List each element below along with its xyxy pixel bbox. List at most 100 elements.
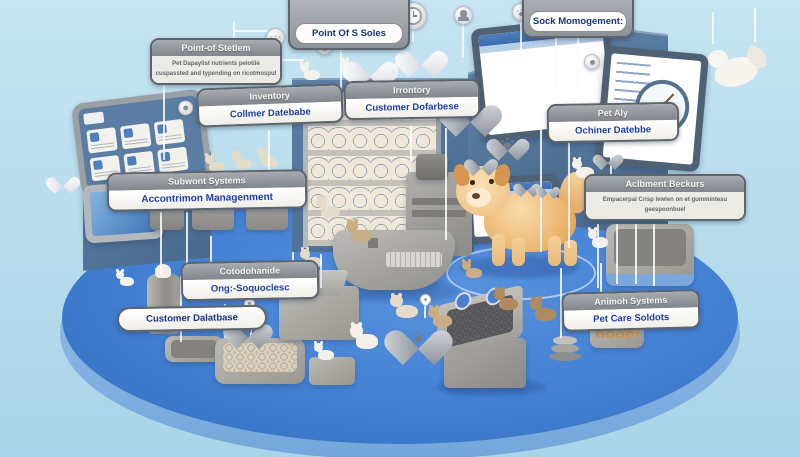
animal-figurine bbox=[428, 306, 452, 327]
small-tray bbox=[165, 336, 223, 362]
connector-line bbox=[568, 140, 570, 248]
animal-figurine bbox=[494, 288, 518, 310]
connector-line bbox=[163, 84, 165, 160]
figurine-body bbox=[320, 205, 340, 218]
animal-figurine bbox=[572, 158, 594, 178]
connector-line bbox=[462, 22, 464, 58]
keyboard bbox=[386, 252, 442, 267]
label-body: Collmer Datebabe bbox=[198, 101, 342, 126]
shelf-row bbox=[308, 126, 436, 156]
figurine-head bbox=[346, 220, 358, 233]
connector-line bbox=[635, 224, 637, 284]
app-tile bbox=[153, 118, 186, 146]
figurine-head bbox=[350, 324, 363, 338]
label-inventory-left: Inventory Collmer Datebabe bbox=[196, 83, 344, 128]
canister-contents bbox=[155, 264, 171, 278]
connector-line bbox=[616, 224, 618, 284]
puppy-leg bbox=[548, 236, 561, 266]
puppy-leg bbox=[492, 234, 505, 266]
heart-icon bbox=[470, 152, 492, 172]
heart-icon bbox=[404, 40, 438, 71]
bird-figurine bbox=[706, 42, 771, 96]
animal-figurine bbox=[350, 323, 378, 349]
figurine-head bbox=[205, 154, 215, 165]
figurine-head bbox=[494, 288, 506, 301]
figurine-body bbox=[466, 267, 482, 278]
register bbox=[416, 154, 448, 180]
basin-inner bbox=[614, 229, 686, 266]
label-stock-management: Sock Momogement: bbox=[522, 0, 634, 38]
puppy-leg bbox=[564, 240, 577, 266]
paw-icon bbox=[244, 327, 251, 334]
label-subwont-systems: Subwont Systems Accontrimon Managenment bbox=[106, 169, 308, 212]
label-pill: Point Of S Soles bbox=[295, 23, 403, 44]
paw-icon bbox=[504, 141, 511, 148]
paw-icon bbox=[414, 335, 422, 342]
connector-line bbox=[520, 19, 522, 59]
connector-line bbox=[424, 300, 426, 318]
label-line2: geespoonbuel bbox=[644, 206, 686, 213]
heart-icon bbox=[598, 148, 618, 166]
figurine-body bbox=[236, 158, 252, 169]
connector-line bbox=[320, 254, 322, 288]
label-body: Customer Dofarbese bbox=[345, 96, 479, 119]
figurine-head bbox=[462, 260, 472, 271]
figurine-head bbox=[116, 270, 125, 279]
counter-step bbox=[412, 198, 466, 205]
figurine-body bbox=[351, 229, 372, 242]
app-tile bbox=[157, 146, 189, 174]
figurine-body bbox=[262, 156, 278, 167]
counter-step bbox=[412, 210, 466, 217]
heart-icon bbox=[52, 170, 74, 190]
label-pill: Sock Momogement: bbox=[529, 11, 627, 32]
connector-line bbox=[268, 130, 270, 176]
animal-figurine bbox=[232, 151, 252, 169]
tablet-header-card bbox=[83, 111, 105, 125]
paw-icon bbox=[518, 12, 524, 17]
animal-figurine bbox=[346, 220, 372, 242]
connector-line bbox=[276, 59, 304, 61]
connector-line bbox=[180, 328, 182, 342]
puppy-eye bbox=[470, 180, 475, 185]
connector-line bbox=[412, 26, 414, 42]
pedestal bbox=[549, 336, 581, 361]
person-icon bbox=[457, 10, 470, 22]
heart-paw-icon bbox=[232, 314, 263, 343]
label-line1: Pet Dapaylist nutrients pelotile bbox=[172, 61, 260, 67]
figurine-body bbox=[576, 166, 594, 178]
label-point-of-sales: Point Of S Soles bbox=[288, 0, 410, 50]
pedestal-base bbox=[549, 352, 581, 361]
label-body: Empacerpal Crisp lewlen on et gummintesu… bbox=[586, 192, 744, 220]
puppy bbox=[451, 162, 596, 278]
basin bbox=[606, 224, 694, 286]
label-body: Pet Dapaylist nutrients pelotile cuspass… bbox=[152, 56, 280, 84]
animal-figurine bbox=[205, 154, 225, 172]
figurine-body bbox=[535, 307, 556, 321]
label-adsbment-beckurs: Aclbment Beckurs Empacerpal Crisp lewlen… bbox=[584, 174, 746, 222]
figurine-head bbox=[300, 248, 311, 260]
figurine-body bbox=[432, 315, 452, 327]
figurine-head bbox=[390, 294, 403, 308]
figurine-body bbox=[119, 277, 134, 286]
figurine-head bbox=[314, 342, 324, 353]
animal-figurine bbox=[300, 62, 320, 80]
figurine-head bbox=[258, 149, 268, 160]
label-line2: cuspassted and typending on ricotmospul bbox=[155, 70, 277, 77]
label-cotodohanide: Cotodohanide Ong:-Soquoclesc bbox=[180, 259, 320, 302]
dot-glyph bbox=[182, 105, 189, 111]
app-tile bbox=[119, 123, 152, 150]
basin-blue-band bbox=[606, 274, 694, 286]
label-header: Aclbment Beckurs bbox=[586, 176, 744, 192]
connector-line bbox=[186, 212, 188, 270]
connector-line bbox=[712, 12, 714, 44]
connector-line bbox=[410, 126, 412, 162]
heart-icon bbox=[352, 50, 388, 83]
connector-line bbox=[233, 30, 271, 32]
label-body: Ong:-Soquoclesc bbox=[182, 277, 318, 300]
animal-figurine bbox=[314, 342, 334, 360]
connector-line bbox=[340, 46, 342, 92]
label-header: Point-of Stetlem bbox=[152, 40, 280, 56]
connector-line bbox=[600, 263, 602, 292]
figurine-head bbox=[572, 158, 583, 170]
pedestal-mid bbox=[551, 344, 579, 353]
